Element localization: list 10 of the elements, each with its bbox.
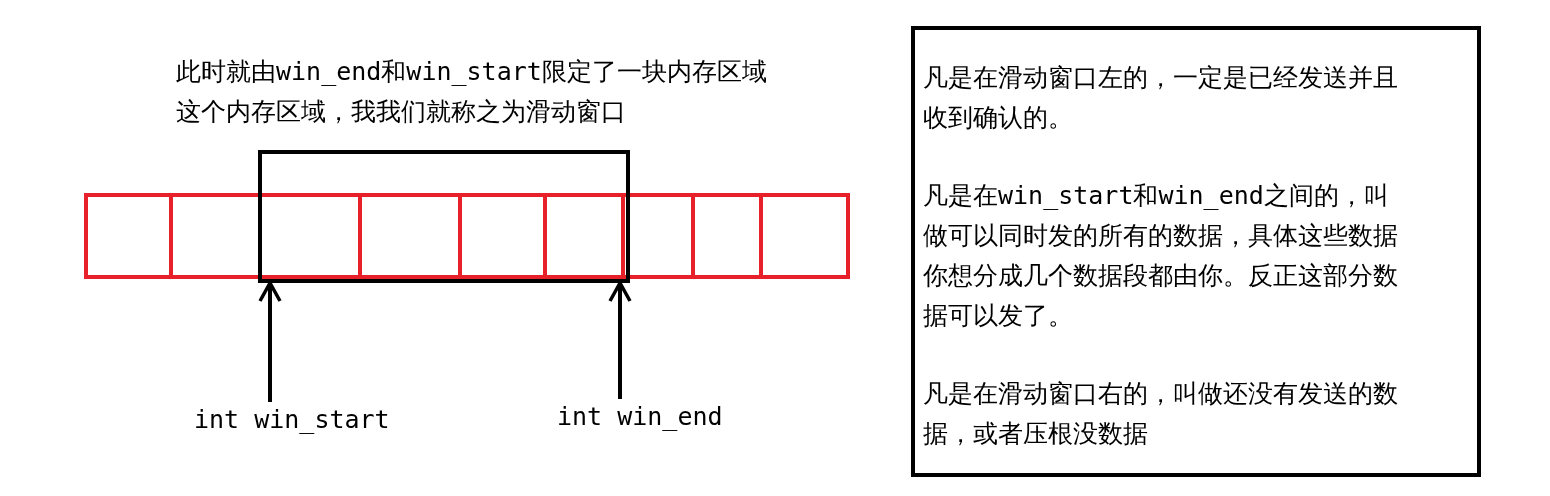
- note-panel: [911, 26, 1481, 477]
- note-paragraph: 凡是在滑动窗口右的，叫做还没有发送的数据，或者压根没数据: [923, 378, 1399, 450]
- heading-note: 此时就由win_end和win_start限定了一块内存区域这个内存区域，我我们就称之为滑动窗口: [176, 56, 768, 128]
- arrow: [608, 281, 632, 399]
- arrow: [258, 281, 282, 402]
- note-paragraph: 凡是在win_start和win_end之间的，叫做可以同时发的所有的数据，具体这些数据你想分成几个数据段都由你。反正这部分数据可以发了。: [923, 180, 1399, 332]
- note-paragraph: 凡是在滑动窗口左的，一定是已经发送并且收到确认的。: [923, 62, 1399, 134]
- window-frame: [258, 150, 630, 283]
- pointer-label: int win_end: [557, 397, 742, 437]
- pointer-label: int win_start: [194, 400, 409, 440]
